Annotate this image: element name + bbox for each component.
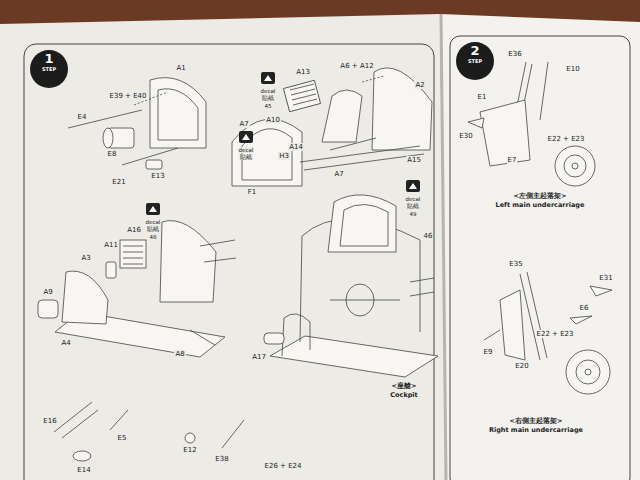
part-label: E26 + E24 [264,462,303,470]
part-label: A7 [333,170,344,178]
part-label: E22 + E23 [536,330,575,338]
part-label: A6 + A12 [339,62,374,70]
part-label: E10 [565,65,580,73]
caption-text: <左側主起落架> [513,192,568,200]
part-label: E16 [42,417,57,425]
decal-label: 45 [264,103,273,109]
part-label: E4 [77,113,88,121]
decal-label: 貼紙 [406,203,420,209]
part-label: E20 [514,362,529,370]
part-label: E5 [117,434,128,442]
part-label: E35 [508,260,523,268]
part-label: E6 [579,304,590,312]
part-label: A3 [80,254,91,262]
part-label: E7 [507,156,518,164]
part-label: E38 [214,455,229,463]
part-label: A17 [251,353,267,361]
part-label: E14 [76,466,91,474]
part-label: A1 [175,64,186,72]
step-badge: 2STEP [456,42,494,80]
part-label: A14 [288,143,304,151]
step-badge: 1STEP [30,50,68,88]
caption-text: Cockpit [389,391,418,399]
caption-text: Right main undercarriage [488,426,584,434]
part-label: A8 [174,350,185,358]
decal-label: decal [145,219,162,225]
caption-text: Left main undercarriage [495,201,586,209]
part-label: A16 [126,226,142,234]
step-word: STEP [456,58,494,64]
part-label: A9 [42,288,53,296]
caption-text: <座艙> [391,382,418,390]
part-label: A10 [265,116,281,124]
part-label: A13 [295,68,311,76]
decal-label: 49 [409,211,418,217]
part-label: 46 [423,232,434,240]
part-label: H3 [278,152,290,160]
part-label: A15 [406,156,422,164]
part-label: E39 + E40 [109,92,148,100]
part-label: E13 [150,172,165,180]
decal-label: decal [405,196,422,202]
decal-label: 48 [149,234,158,240]
part-label: A4 [60,339,71,347]
part-label: F1 [247,188,257,196]
decal-label: 貼紙 [239,154,253,160]
decal-label: decal [260,88,277,94]
part-label: A7 [238,120,249,128]
part-label: E9 [483,348,494,356]
part-label: A2 [414,81,425,89]
step-number: 2 [456,44,494,58]
step-number: 1 [30,52,68,66]
part-label: E8 [107,150,118,158]
part-label: E21 [111,178,126,186]
part-label: E12 [182,446,197,454]
part-label: E1 [477,93,488,101]
decal-label: decal [238,147,255,153]
decal-label: 貼紙 [146,226,160,232]
caption-text: <右側主起落架> [509,417,564,425]
decal-label: 貼紙 [261,95,275,101]
part-label: A11 [103,241,119,249]
step-word: STEP [30,66,68,72]
part-label: E22 + E23 [547,135,586,143]
part-label: E36 [507,50,522,58]
part-label: E30 [458,132,473,140]
part-label: E31 [598,274,613,282]
